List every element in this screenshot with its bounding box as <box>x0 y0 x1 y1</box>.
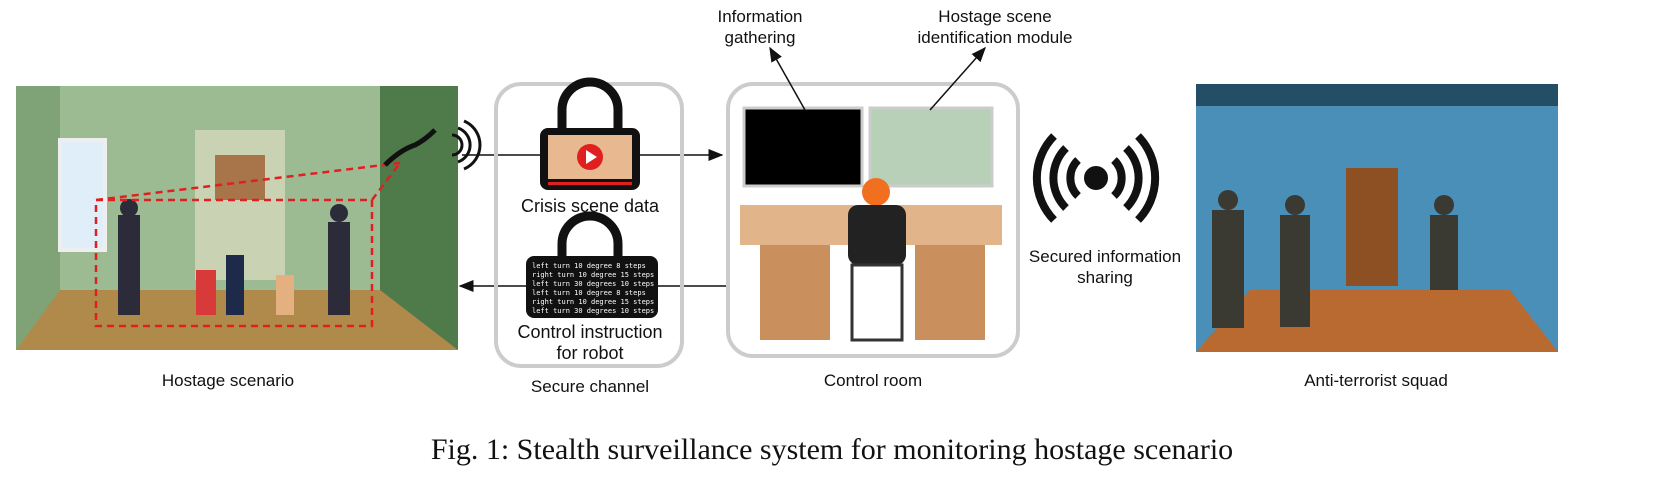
hostage-scenario-label: Hostage scenario <box>161 371 295 390</box>
control-room-image <box>740 106 1002 342</box>
anti-terrorist-squad-image <box>1196 84 1558 352</box>
figure-caption: Fig. 1: Stealth surveillance system for … <box>430 433 1234 466</box>
command-line: left turn 30 degrees 10 steps <box>532 307 655 315</box>
hostage-module-label: Hostage scene identification module <box>917 7 1073 47</box>
lock-icon <box>540 77 640 190</box>
secured-sharing-label: Secured information sharing <box>1028 247 1182 287</box>
command-line: left turn 10 degree 8 steps <box>532 262 646 270</box>
command-line: left turn 30 degrees 10 steps <box>532 280 655 288</box>
broadcast-icon <box>1032 133 1160 223</box>
control-instruction-text: left turn 10 degree 8 steps right turn 1… <box>532 262 654 316</box>
control-instruction-label: Control instruction for robot <box>517 322 663 363</box>
anti-terrorist-squad-label: Anti-terrorist squad <box>1304 371 1448 390</box>
crisis-scene-data-label: Crisis scene data <box>520 196 660 216</box>
signal-icon <box>451 119 482 171</box>
command-line: right turn 10 degree 15 steps <box>532 271 655 279</box>
information-gathering-label: Information gathering <box>717 7 803 47</box>
hostage-scene-image <box>16 86 482 350</box>
detection-box <box>94 198 374 328</box>
secure-channel-label: Secure channel <box>530 377 650 396</box>
lock-icon <box>526 211 658 318</box>
command-line: left turn 10 degree 8 steps <box>532 289 646 297</box>
command-line: right turn 10 degree 15 steps <box>532 298 655 306</box>
lizard-robot-icon <box>383 128 437 167</box>
control-room-label: Control room <box>823 371 923 390</box>
control-room-panel <box>726 82 1020 358</box>
